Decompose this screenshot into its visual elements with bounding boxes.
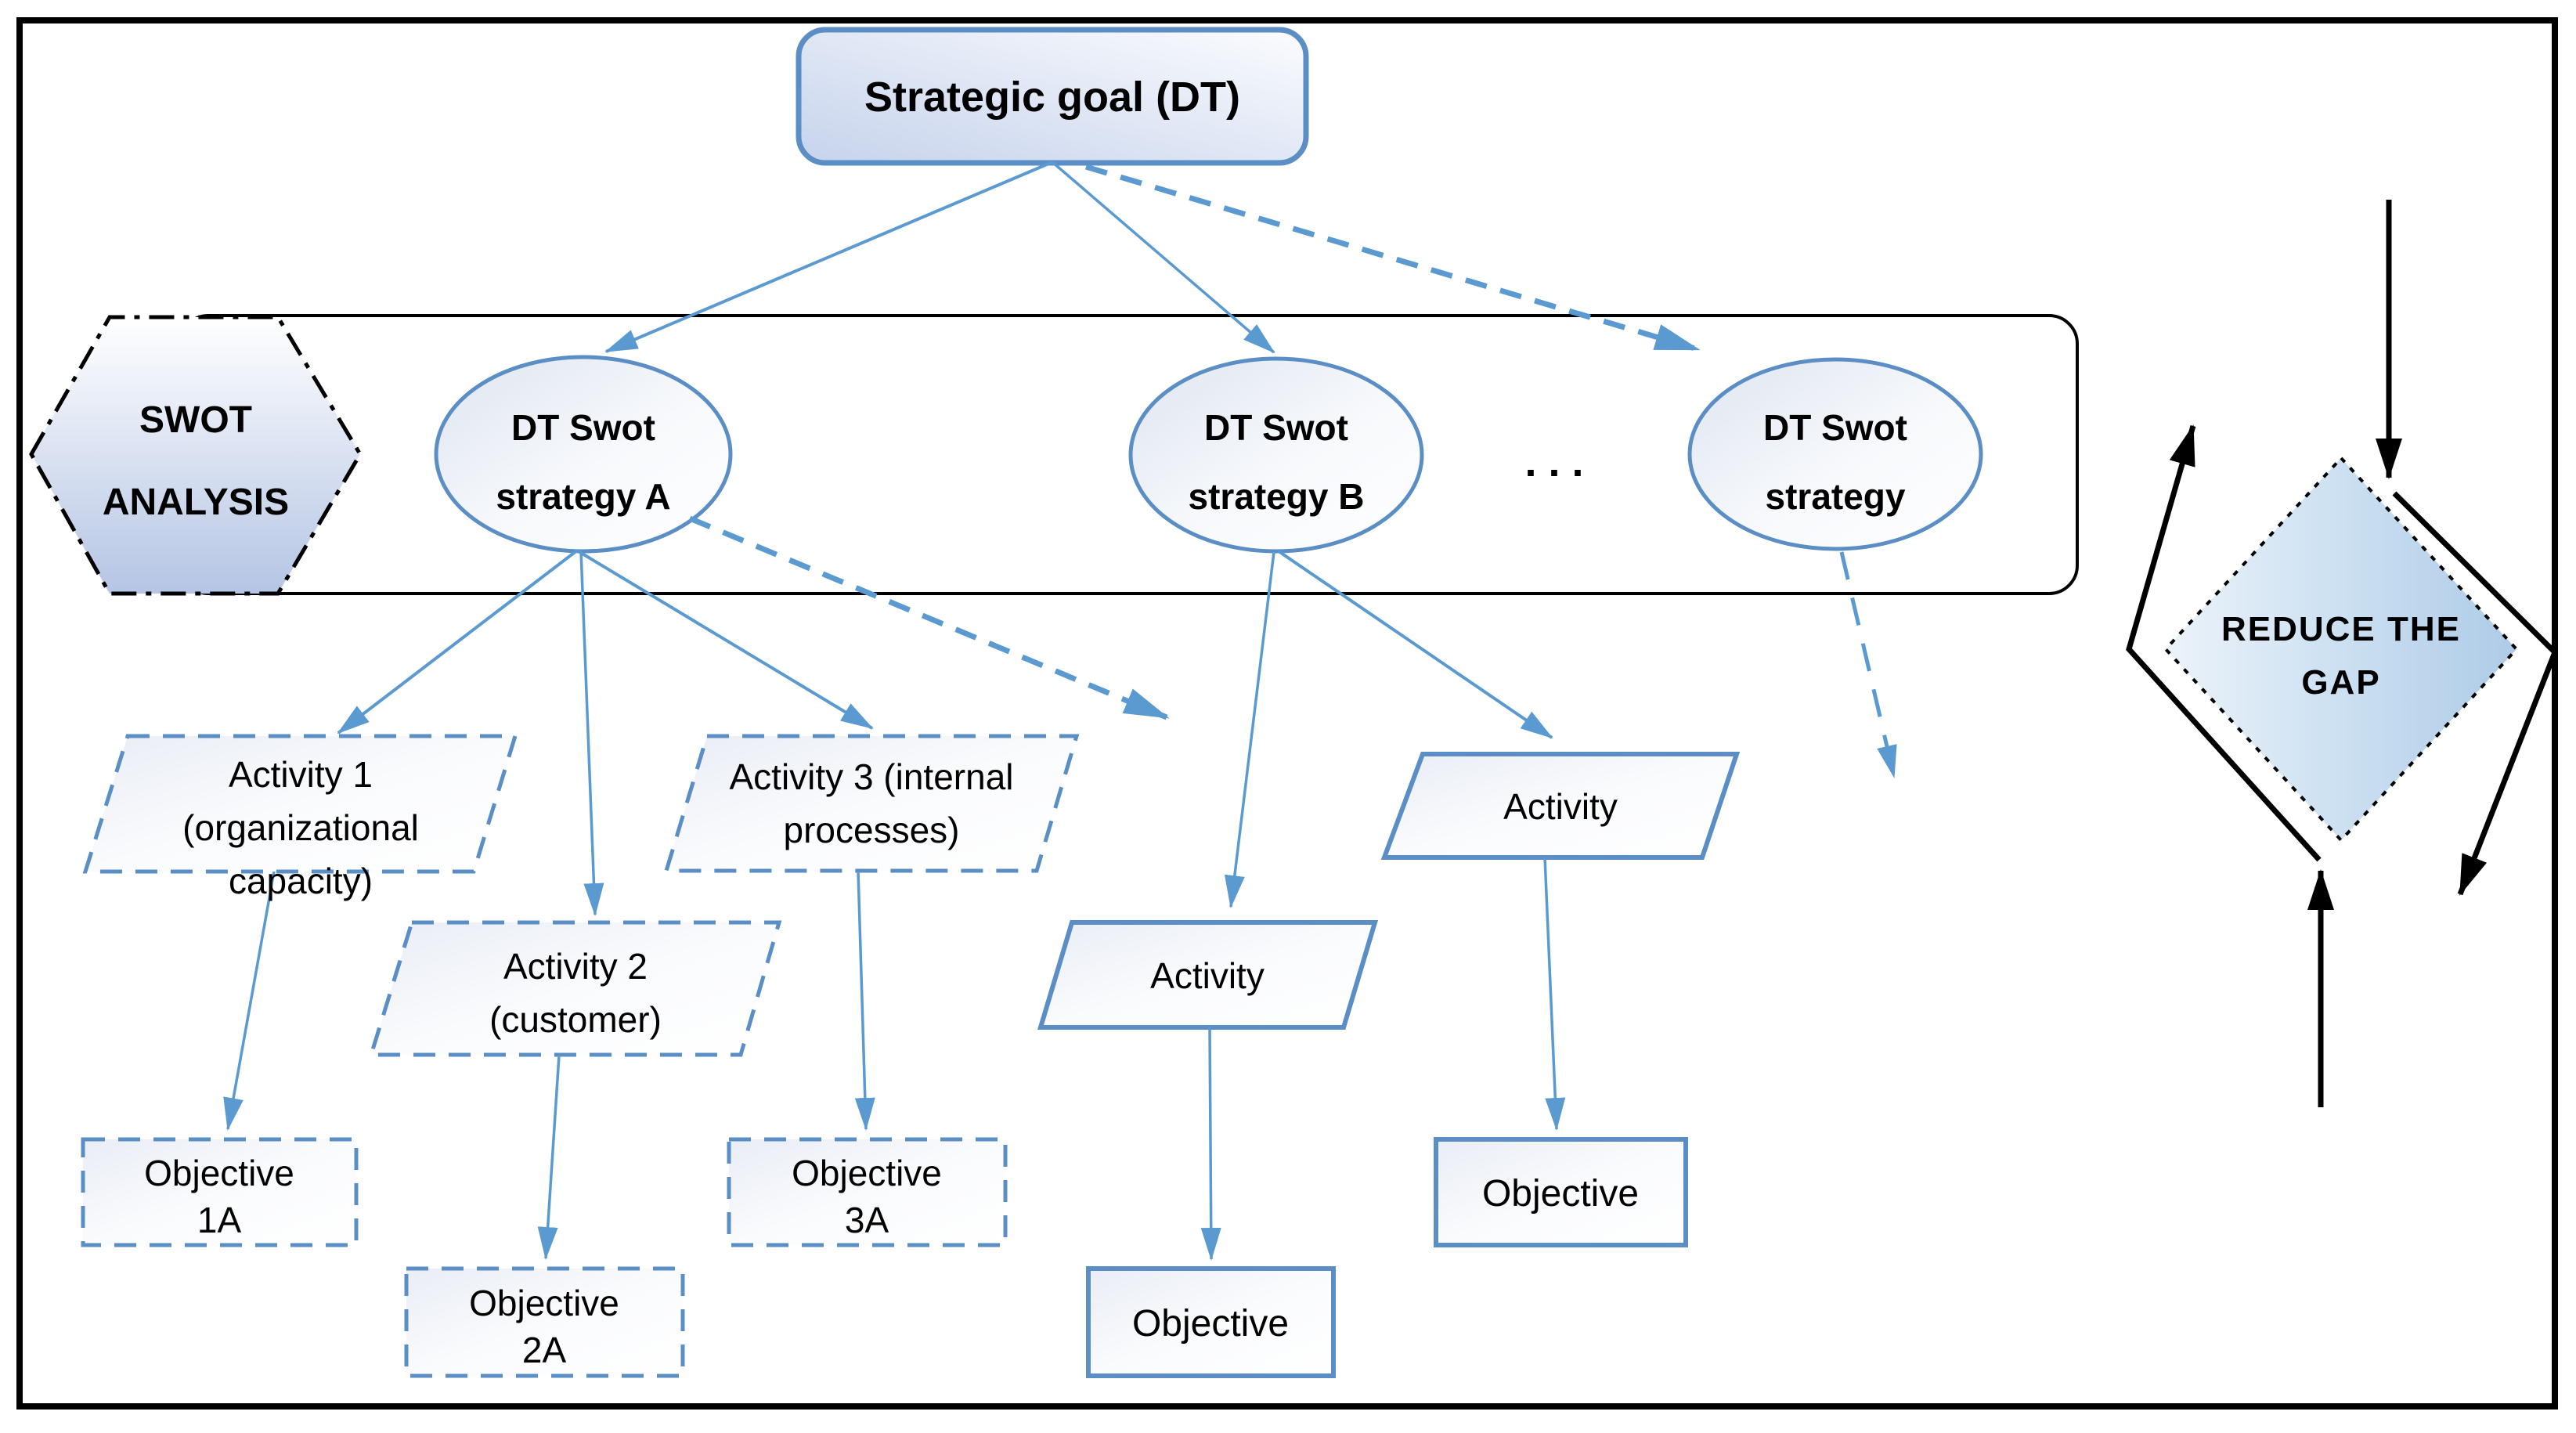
strategies-ellipsis: . . . [1524, 439, 1583, 485]
strategy-n-label-line2: strategy [1766, 476, 1906, 517]
objective-2a-label-line1: Objective [469, 1283, 619, 1323]
objective-b1-label: Objective [1132, 1303, 1289, 1345]
strategy-a-label-line1: DT Swot [511, 407, 655, 448]
objective-b1-box [1086, 1266, 1336, 1378]
objective-1a-label-line2: 1A [197, 1200, 242, 1240]
swot-hexagon-label-line2: ANALYSIS [103, 482, 289, 523]
arrow-activity1-to-objective-1a [223, 871, 276, 1131]
strategic-goal-label: Strategic goal (DT) [864, 74, 1240, 121]
strategy-n-ellipse [1687, 357, 1983, 551]
arrow-strategy-b-to-activity-b2 [1277, 550, 1553, 739]
strategy-a-ellipse [434, 355, 733, 554]
swot-hexagon-label-line1: SWOT [139, 399, 252, 441]
activity2-label-line2: (customer) [489, 999, 662, 1040]
arrow-goal-to-strategy-b [1051, 161, 1275, 354]
gap-arrow-left-loop [2126, 424, 2322, 862]
objective-3a-box [727, 1137, 1008, 1247]
objective-b2-label: Objective [1482, 1173, 1639, 1215]
activity1-label-line1: Activity 1 [229, 754, 373, 795]
strategy-a-label-line2: strategy A [496, 476, 670, 517]
strategy-n-label-line1: DT Swot [1763, 407, 1907, 448]
activity-b2-parallelogram [1380, 752, 1741, 860]
activity1-label-line2: (organizational [182, 807, 419, 848]
objective-1a-label-line1: Objective [144, 1153, 294, 1193]
strategy-b-label-line2: strategy B [1189, 476, 1365, 517]
activity2-label-line1: Activity 2 [503, 946, 648, 987]
activity2-parallelogram [368, 920, 782, 1057]
activity1-parallelogram [82, 734, 518, 874]
activity3-label-line2: processes) [784, 810, 960, 850]
reduce-gap-diamond [2163, 456, 2519, 843]
arrow-strategy-a-to-activity3 [575, 549, 874, 730]
arrow-activity2-to-objective-2a [537, 1055, 561, 1260]
gap-cycle-arrows [2126, 200, 2559, 1107]
objective-2a-box [404, 1266, 685, 1378]
arrow-activity3-to-objective-3a [854, 871, 875, 1131]
objective-3a-label-line2: 3A [845, 1200, 889, 1240]
objective-3a-label-line1: Objective [792, 1153, 942, 1193]
strategy-b-label-line1: DT Swot [1204, 407, 1348, 448]
arrow-strategy-n-dashed [1839, 551, 1897, 778]
objective-2a-label-line2: 2A [522, 1330, 567, 1370]
arrow-strategy-a-dashed [688, 515, 1170, 720]
activity3-label-line1: Activity 3 (internal [729, 756, 1013, 797]
objective-b2-box [1434, 1137, 1688, 1247]
arrow-activity-b2-to-objective-b2 [1543, 857, 1566, 1131]
arrow-activity-b1-to-objective-b1 [1200, 1027, 1221, 1261]
objective-1a-box [81, 1137, 359, 1247]
activity1-label-line3: capacity) [229, 861, 373, 901]
activity-b1-parallelogram [1037, 920, 1379, 1030]
activity3-parallelogram [663, 734, 1080, 873]
arrow-strategy-a-to-activity2 [579, 550, 604, 916]
gap-arrow-right-loop [2392, 491, 2559, 896]
arrow-strategy-b-to-activity-b1 [1224, 551, 1275, 908]
activity-b2-label: Activity [1503, 786, 1618, 827]
reduce-gap-label-line1: REDUCE THE [2221, 610, 2461, 648]
connector-arrows [223, 161, 1897, 1261]
strategy-b-ellipse [1128, 356, 1424, 554]
arrow-strategy-a-to-activity1 [337, 549, 579, 735]
activity-b1-label: Activity [1150, 955, 1265, 996]
arrow-goal-to-strategy-a [604, 161, 1053, 353]
figure-border [16, 17, 2558, 1410]
swot-analysis-hexagon [29, 315, 363, 596]
reduce-gap-label-line2: GAP [2301, 663, 2380, 702]
